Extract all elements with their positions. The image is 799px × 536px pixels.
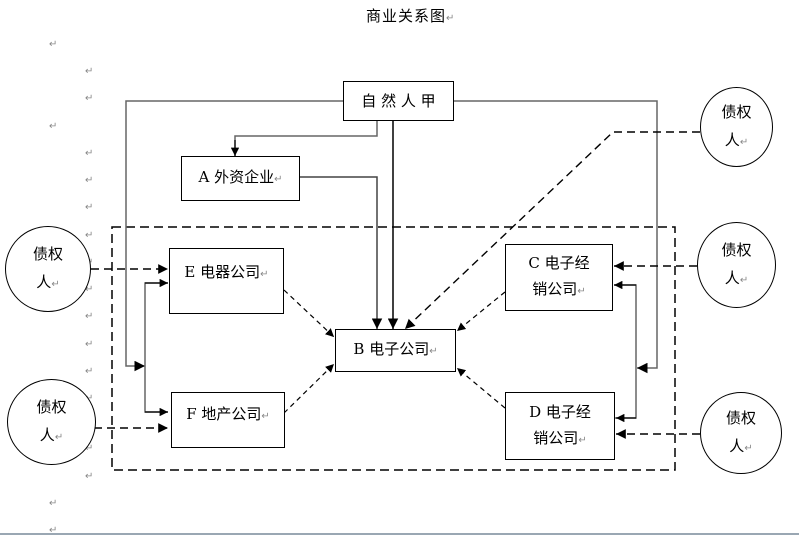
creditor-label-line1: 债权 — [721, 240, 752, 259]
paragraph-mark: ↵ — [85, 202, 94, 213]
edge-c-to-b — [456, 291, 506, 332]
creditor-label-line2: 人 — [729, 436, 745, 455]
paragraph-mark: ↵ — [85, 175, 94, 186]
node-company-d[interactable]: D 电子经 销公司↵ — [505, 392, 615, 460]
node-label: 电子公司 — [369, 340, 430, 358]
creditor-left-upper[interactable]: 债权 人↵ — [5, 226, 91, 312]
paragraph-mark: ↵ — [49, 498, 58, 509]
paragraph-mark: ↵ — [51, 278, 60, 290]
edge-ef-bracket — [144, 282, 168, 413]
node-letter: E — [184, 263, 196, 281]
paragraph-mark: ↵ — [85, 93, 94, 104]
paragraph-mark: ↵ — [49, 121, 58, 132]
node-label: 自 然 人 甲 — [361, 92, 436, 110]
node-letter: F — [186, 405, 197, 423]
node-letter: C — [528, 254, 540, 272]
page-bottom-edge — [0, 533, 799, 535]
creditor-label-line1: 债权 — [721, 102, 752, 121]
edge-jia-to-cd — [454, 100, 658, 374]
node-label: 电器公司 — [200, 263, 261, 281]
creditor-top-right[interactable]: 债权 人↵ — [700, 87, 773, 167]
paragraph-mark: ↵ — [85, 66, 94, 77]
paragraph-mark: ↵ — [49, 525, 58, 536]
creditor-left-lower[interactable]: 债权 人↵ — [7, 379, 96, 465]
node-label-line2: 销公司 — [533, 428, 579, 447]
creditor-label-line1: 债权 — [725, 408, 756, 427]
edge-d-to-b — [456, 367, 506, 409]
paragraph-mark: ↵ — [577, 286, 586, 297]
edge-a-to-b — [300, 176, 383, 329]
paragraph-mark: ↵ — [85, 148, 94, 159]
paragraph-mark: ↵ — [744, 442, 753, 454]
node-label: 外资企业 — [214, 168, 275, 186]
edge-jia-to-a — [234, 121, 378, 156]
paragraph-mark: ↵ — [739, 274, 749, 286]
paragraph-mark: ↵ — [274, 174, 283, 185]
paragraph-mark: ↵ — [85, 311, 94, 322]
title-text: 商业关系图 — [366, 7, 447, 25]
creditor-label-line2: 人 — [724, 130, 740, 149]
diagram-title: 商业关系图↵ — [366, 5, 455, 26]
node-company-c[interactable]: C 电子经 销公司↵ — [505, 244, 613, 311]
node-company-e[interactable]: E 电器公司↵ — [169, 248, 284, 314]
paragraph-mark: ↵ — [85, 471, 94, 482]
paragraph-mark: ↵ — [85, 443, 94, 454]
edge-jia-to-ef — [125, 100, 343, 372]
creditor-label-line2: 人 — [39, 425, 55, 444]
node-letter: D — [529, 402, 542, 421]
node-person-jia[interactable]: 自 然 人 甲 — [343, 81, 454, 121]
paragraph-mark: ↵ — [49, 39, 58, 50]
paragraph-mark: ↵ — [739, 136, 749, 148]
edge-cd-bracket — [614, 284, 637, 419]
paragraph-mark: ↵ — [260, 269, 269, 280]
creditor-label-line1: 债权 — [36, 397, 67, 416]
edge-creditor-tr-to-b — [404, 131, 700, 330]
creditor-label-line2: 人 — [36, 272, 52, 291]
node-label-line2: 销公司 — [532, 280, 578, 298]
node-label-line1: 电子经 — [545, 402, 591, 421]
paragraph-mark: ↵ — [85, 339, 94, 350]
creditor-label-line1: 债权 — [32, 244, 63, 263]
paragraph-mark: ↵ — [85, 366, 94, 377]
edge-e-to-b — [283, 289, 335, 338]
node-label: 地产公司 — [201, 405, 262, 423]
node-company-a[interactable]: A 外资企业↵ — [181, 156, 300, 201]
paragraph-mark: ↵ — [85, 284, 94, 295]
paragraph-mark: ↵ — [578, 434, 587, 446]
paragraph-mark: ↵ — [54, 431, 64, 443]
node-letter: B — [353, 340, 365, 358]
paragraph-mark: ↵ — [85, 230, 94, 241]
creditor-right-upper[interactable]: 债权 人↵ — [697, 222, 776, 308]
paragraph-mark: ↵ — [446, 13, 456, 24]
node-company-b[interactable]: B 电子公司↵ — [335, 329, 456, 372]
paragraph-mark: ↵ — [261, 411, 270, 422]
creditor-label-line2: 人 — [724, 268, 740, 287]
paragraph-mark: ↵ — [429, 346, 438, 357]
creditor-right-lower[interactable]: 债权 人↵ — [700, 392, 782, 474]
node-letter: A — [198, 168, 210, 186]
edge-f-to-b — [283, 363, 335, 414]
node-label-line1: 电子经 — [544, 254, 590, 272]
node-company-f[interactable]: F 地产公司↵ — [171, 392, 285, 448]
